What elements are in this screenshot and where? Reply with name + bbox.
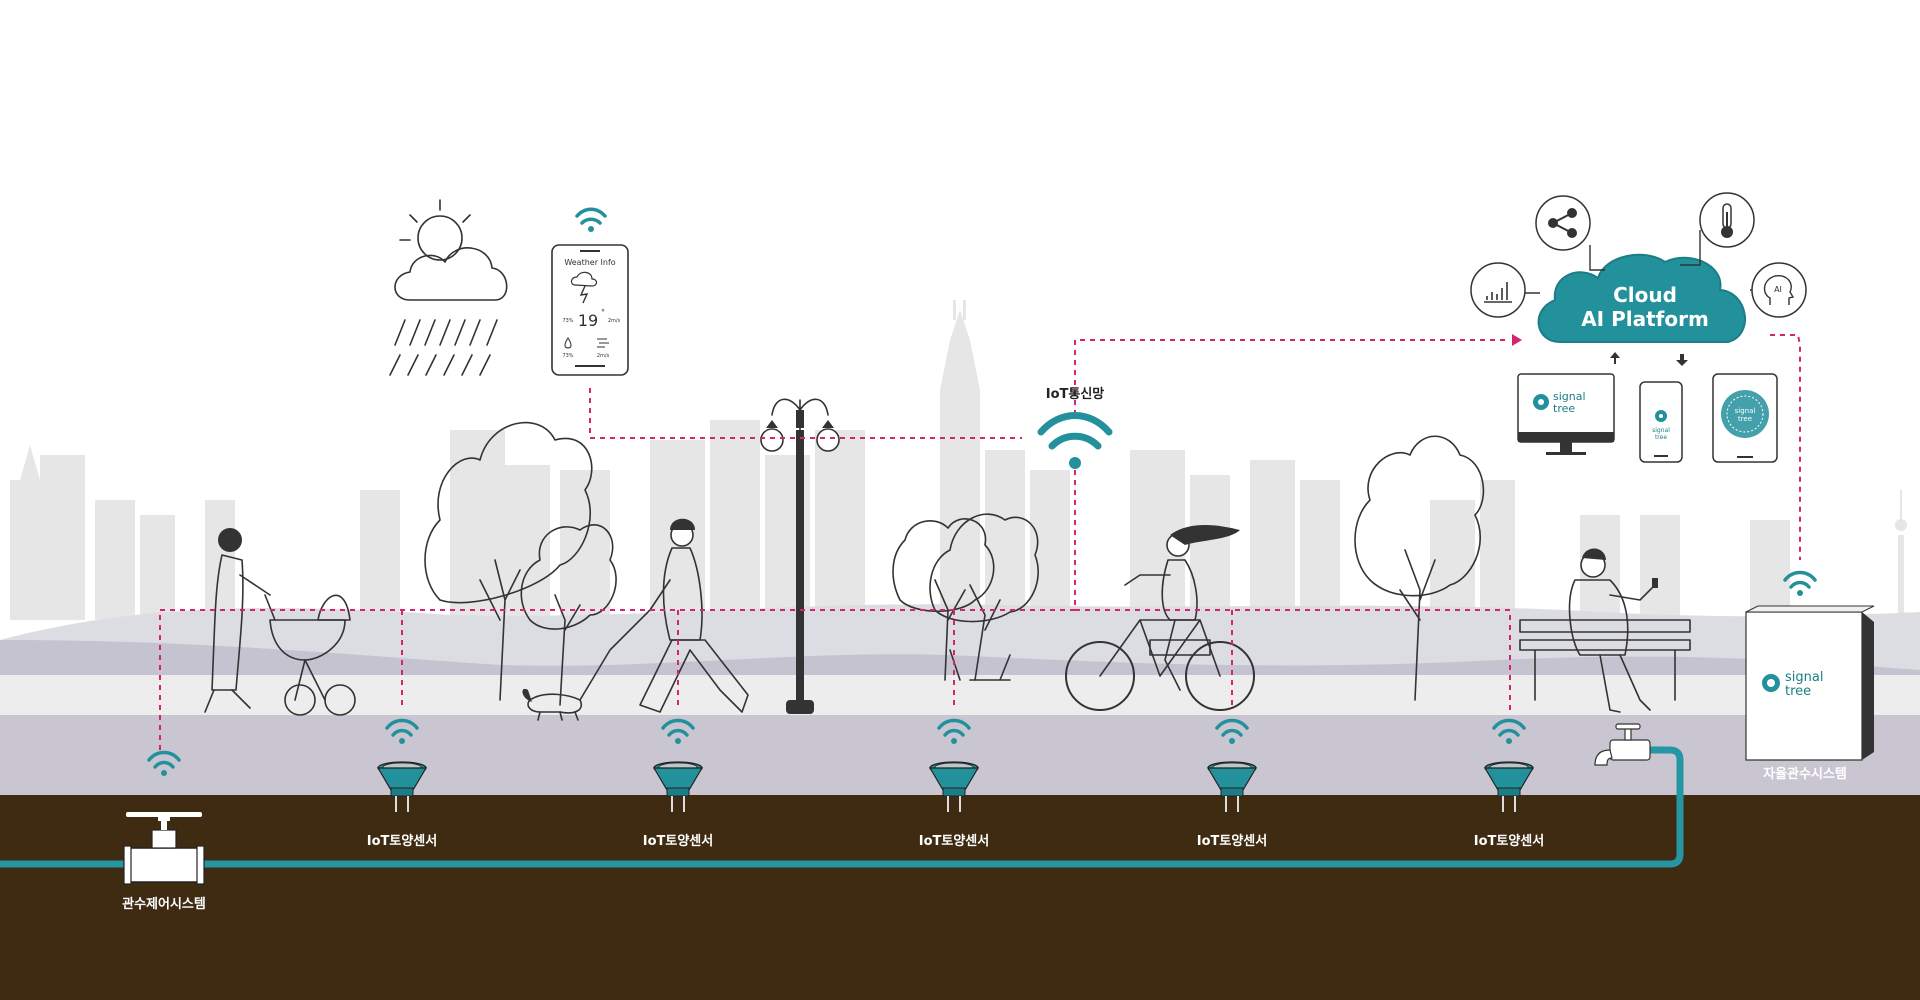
tree-right (1354, 435, 1485, 701)
weather-temperature: 19 (578, 311, 598, 330)
sensor-label-2: IoT토양센서 (643, 833, 713, 849)
wifi-icon (937, 718, 971, 744)
water-pipe (0, 746, 1684, 868)
iot-soil-sensor (1483, 761, 1535, 812)
valve-icon (123, 812, 205, 885)
weather-humidity: 73% (562, 318, 573, 324)
tablet-brand-tree: tree (1738, 415, 1752, 423)
wifi-icon (1492, 718, 1526, 744)
wifi-icon (1783, 570, 1817, 596)
phone-icon: signal tree (1639, 381, 1683, 463)
woman-on-bicycle (1065, 525, 1255, 711)
iot-soil-sensor (376, 761, 428, 812)
weather-phone: Weather Info 73% 19 ° 2m/s 73% 2m/s (551, 244, 629, 376)
wifi-icon (147, 750, 181, 776)
wifi-dot (588, 226, 594, 232)
weather-wind-value: 2m/s (597, 353, 610, 359)
cloud-title-line2: AI Platform (1581, 307, 1709, 331)
share-icon (1535, 195, 1591, 251)
sensor-label-3: IoT토양센서 (919, 833, 989, 849)
weather-degree: ° (601, 308, 605, 317)
arrow-up-icon (1610, 352, 1620, 364)
sensor-label-1: IoT토양센서 (367, 833, 437, 849)
cloud-ai-platform: Cloud AI Platform (1537, 253, 1746, 343)
man-on-bench (1519, 548, 1691, 713)
wifi-icon (575, 207, 607, 225)
iot-soil-sensor (652, 761, 704, 812)
iot-soil-sensors (376, 761, 1535, 812)
phone-brand-tree: tree (1655, 434, 1667, 441)
tree-group-left (424, 421, 617, 706)
iot-network-label: IoT통신망 (1046, 386, 1105, 402)
tablet-brand-signal: signal (1735, 407, 1756, 415)
arrow-to-cloud (1512, 334, 1522, 346)
weather-title: Weather Info (564, 258, 615, 267)
city-skyline (10, 300, 1907, 620)
sensor-label-4: IoT토양센서 (1197, 833, 1267, 849)
phone-brand-signal: signal (1652, 427, 1670, 434)
wifi-icon (1215, 718, 1249, 744)
woman-with-stroller (204, 528, 356, 716)
man-walking-dog (522, 518, 749, 721)
sensor-label-5: IoT토양센서 (1474, 833, 1544, 849)
monitor-brand-signal: signal (1553, 390, 1586, 403)
autonomous-irrigation-label: 자율관수시스템 (1763, 766, 1847, 782)
wifi-icon (385, 718, 419, 744)
ai-icon-text: AI (1774, 285, 1782, 294)
sensor-wifi-icons (147, 570, 1817, 776)
soil-layer (0, 795, 1920, 1000)
weather-cloud-icon (389, 199, 508, 376)
iot-network-wifi-icon (1037, 412, 1113, 469)
faucet-icon (1594, 723, 1651, 766)
cloud-title-line1: Cloud (1613, 283, 1677, 307)
box-brand-signal: signal (1785, 670, 1823, 685)
ai-head-icon: AI (1751, 262, 1807, 318)
iot-soil-sensor (1206, 761, 1258, 812)
street-lamp-icon (760, 398, 840, 714)
box-brand-tree: tree (1785, 684, 1811, 699)
irrigation-control-label: 관수제어시스템 (122, 896, 206, 912)
monitor-icon: signal tree (1517, 373, 1615, 455)
thermometer-icon (1699, 192, 1755, 248)
data-links (159, 334, 1801, 755)
park-lawn (0, 675, 1920, 715)
weather-wind: 2m/s (608, 318, 621, 324)
signal-tree-logo: signal tree (1762, 670, 1823, 699)
iot-soil-sensor (928, 761, 980, 812)
monitor-brand-tree: tree (1553, 402, 1575, 415)
arrow-down-icon (1676, 354, 1688, 366)
bar-chart-icon (1470, 262, 1526, 318)
wifi-icon (661, 718, 695, 744)
autonomous-irrigation-box: signal tree (1745, 605, 1875, 761)
tablet-icon: signal tree (1712, 373, 1778, 463)
weather-drop-value: 73% (562, 353, 573, 359)
